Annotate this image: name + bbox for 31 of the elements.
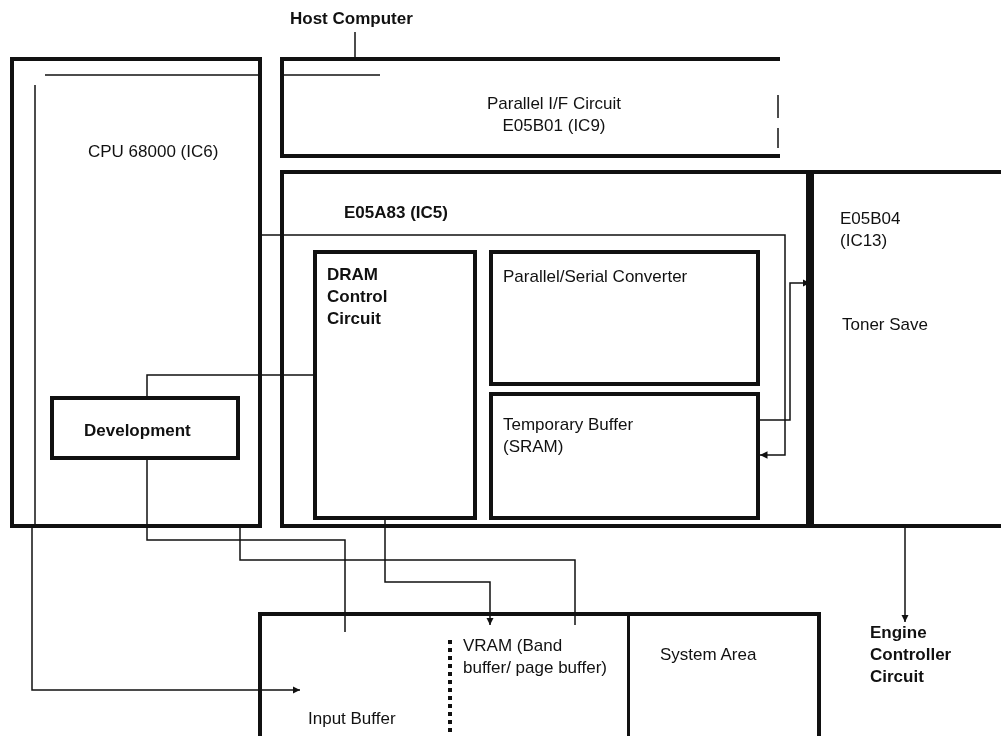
label-text: Temporary Buffer (SRAM) [503, 414, 635, 458]
development-box [50, 396, 240, 460]
interface-circuit-box [280, 57, 780, 158]
buffer-box [489, 392, 760, 520]
label-text: E05A83 (IC5) [344, 202, 449, 224]
label-text: Input Buffer [308, 708, 397, 730]
connector-line [354, 31, 356, 58]
chip-box [810, 170, 1001, 528]
connector-line [239, 527, 576, 626]
connector-line [146, 459, 346, 633]
connector-line [146, 374, 314, 397]
memory-box [258, 612, 821, 736]
label-text: VRAM (Band buffer/ page buffer) [463, 635, 608, 679]
label-text: Development [84, 420, 192, 442]
label-text: Engine Controller Circuit [870, 622, 953, 688]
label-text: Parallel/Serial Converter [503, 266, 689, 288]
converter-box [489, 250, 760, 386]
label-text: System Area [660, 644, 758, 666]
label-text: DRAM Control Circuit [327, 264, 389, 330]
label-text: E05B04 (IC13) [840, 208, 902, 252]
connector-line [261, 234, 786, 459]
circuit-box [313, 250, 477, 520]
cpu-box [10, 57, 262, 528]
connector-line [901, 527, 909, 623]
label-text: CPU 68000 (IC6) [88, 141, 220, 163]
connector-line [384, 519, 494, 626]
label-text: Toner Save [842, 314, 929, 336]
label-text: Parallel I/F Circuit E05B01 (IC9) [485, 93, 623, 137]
connector-line [31, 527, 301, 694]
chip-box [280, 170, 810, 528]
label-text: Host Computer [290, 8, 414, 30]
